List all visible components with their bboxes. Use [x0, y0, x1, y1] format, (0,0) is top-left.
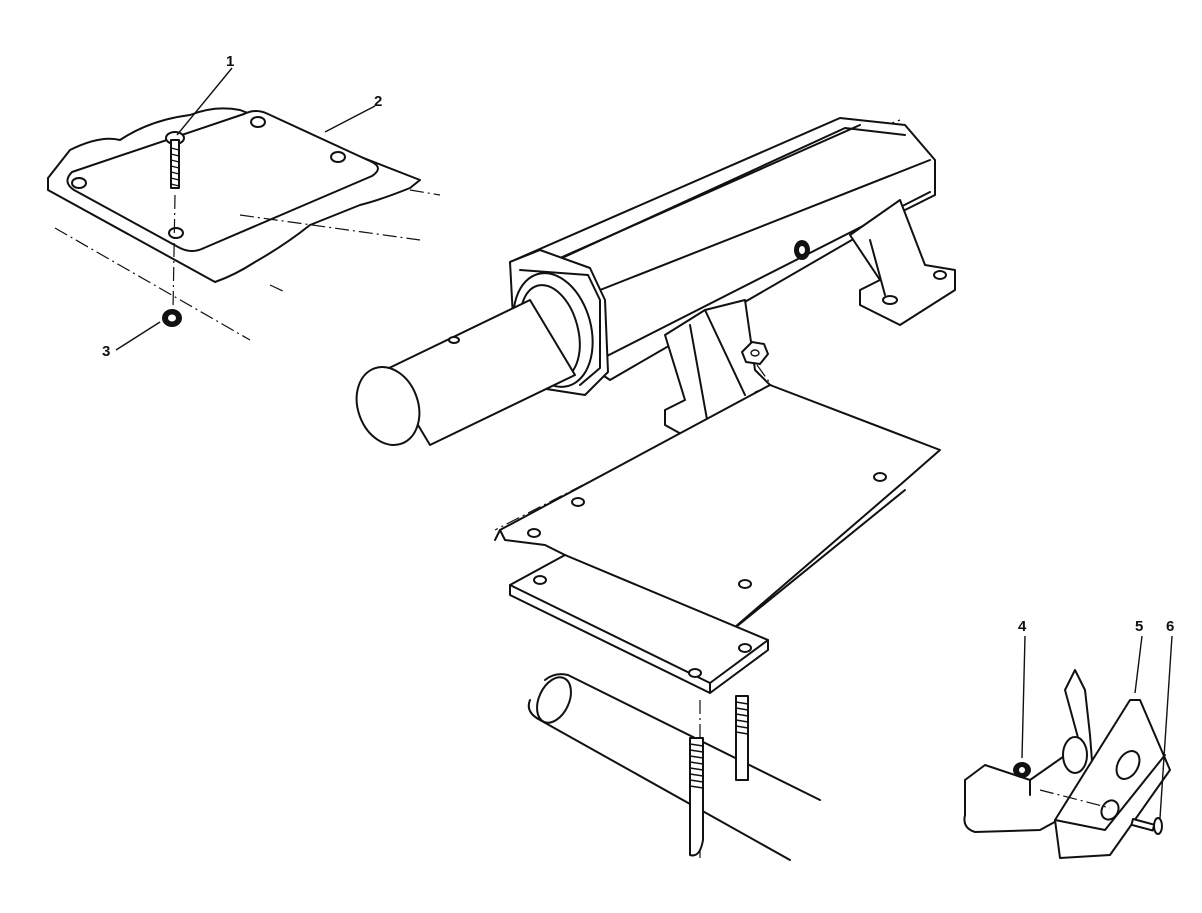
shaft-end: [355, 366, 421, 446]
flat-spacer-plate: [509, 554, 769, 694]
bracket-nut: [1013, 762, 1031, 778]
callout-3: 3: [102, 343, 110, 360]
u-bolt-left-leg: [689, 737, 704, 857]
callout-2: 2: [374, 93, 382, 110]
callout-4: 4: [1018, 618, 1027, 635]
bracket-detail: [963, 669, 1171, 859]
backing-plate: [1054, 699, 1171, 859]
shaft-housing-assembly: [355, 117, 956, 451]
hex-nut: [741, 341, 769, 365]
tube-and-u-bolt: [527, 673, 821, 861]
mounting-plates: [494, 384, 941, 694]
mounting-bracket: [963, 669, 1096, 833]
cover-plate: [66, 110, 379, 252]
rear-mounting-foot: [849, 199, 956, 326]
callout-6: 6: [1166, 618, 1174, 635]
lock-nut: [162, 309, 182, 327]
plate-hole-2: [250, 116, 266, 128]
u-bolt-right-leg: [735, 695, 749, 781]
callout-leaders: [115, 67, 1173, 819]
hex-bolt: [1130, 817, 1163, 835]
flat-head-screw: [165, 131, 185, 189]
mounting-tube: [527, 673, 821, 861]
plate-hole-1: [71, 177, 87, 189]
plate-hole-3: [330, 151, 346, 163]
grease-fitting: [794, 240, 810, 260]
cover-plate-detail: [47, 107, 441, 341]
callout-1: 1: [226, 53, 234, 70]
plate-hole-4: [168, 227, 184, 239]
callout-5: 5: [1135, 618, 1143, 635]
